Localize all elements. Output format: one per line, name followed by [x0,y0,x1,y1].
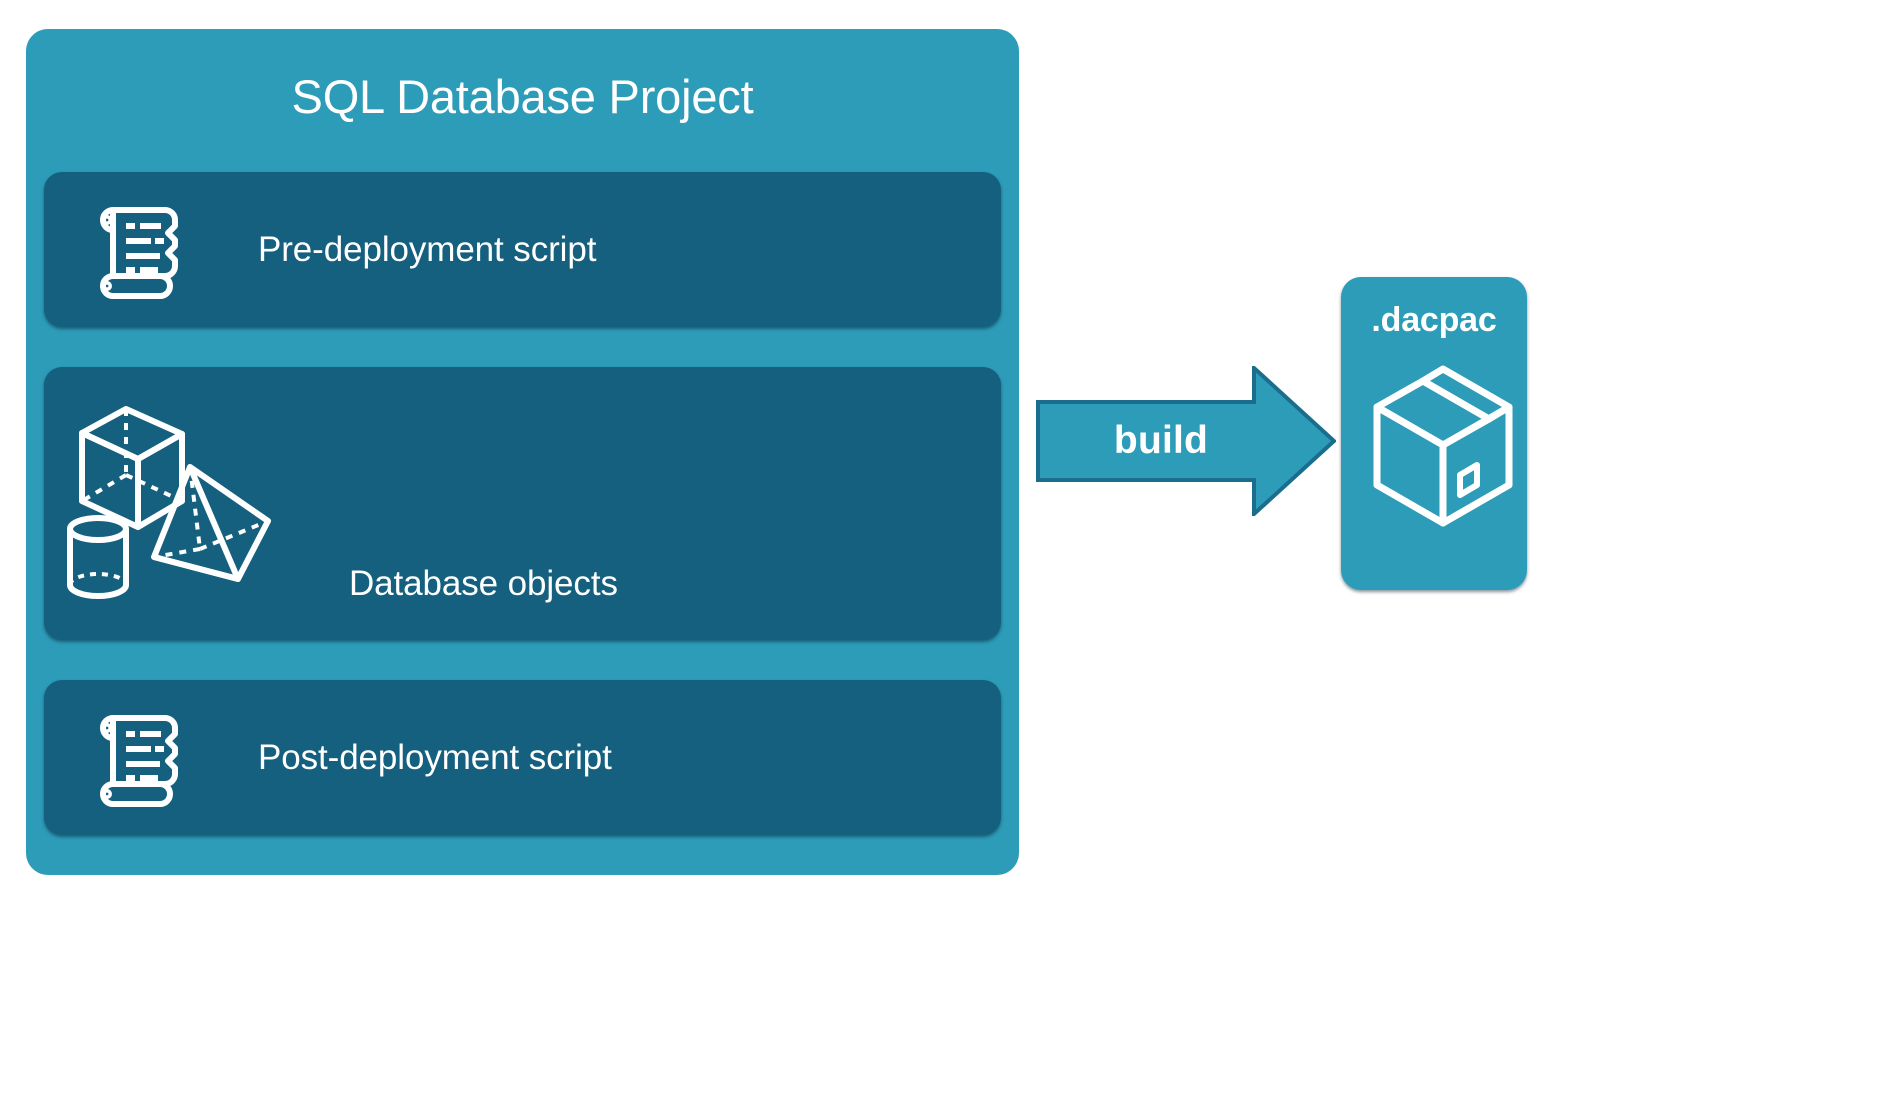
right-arrow-icon [1036,363,1337,519]
sql-database-project-card: SQL Database Project [26,29,1019,875]
row-post-deployment-script[interactable]: Post-deployment script [44,680,1001,835]
project-title: SQL Database Project [291,70,754,123]
dacpac-title: .dacpac [1371,301,1497,339]
row-label-post-deployment: Post-deployment script [258,738,612,777]
row-database-objects[interactable]: Database objects (tables, stored procs, … [44,367,1001,743]
scroll-icon [82,198,190,302]
dacpac-output-card: .dacpac [1341,277,1527,590]
package-box-icon [1367,361,1519,531]
row-pre-deployment-script[interactable]: Pre-deployment script [44,172,1001,327]
three-d-shapes-icon [62,389,294,619]
row-label-database-objects-line1: Database objects [349,563,618,603]
scroll-icon [82,706,190,810]
row-label-pre-deployment: Pre-deployment script [258,230,597,269]
